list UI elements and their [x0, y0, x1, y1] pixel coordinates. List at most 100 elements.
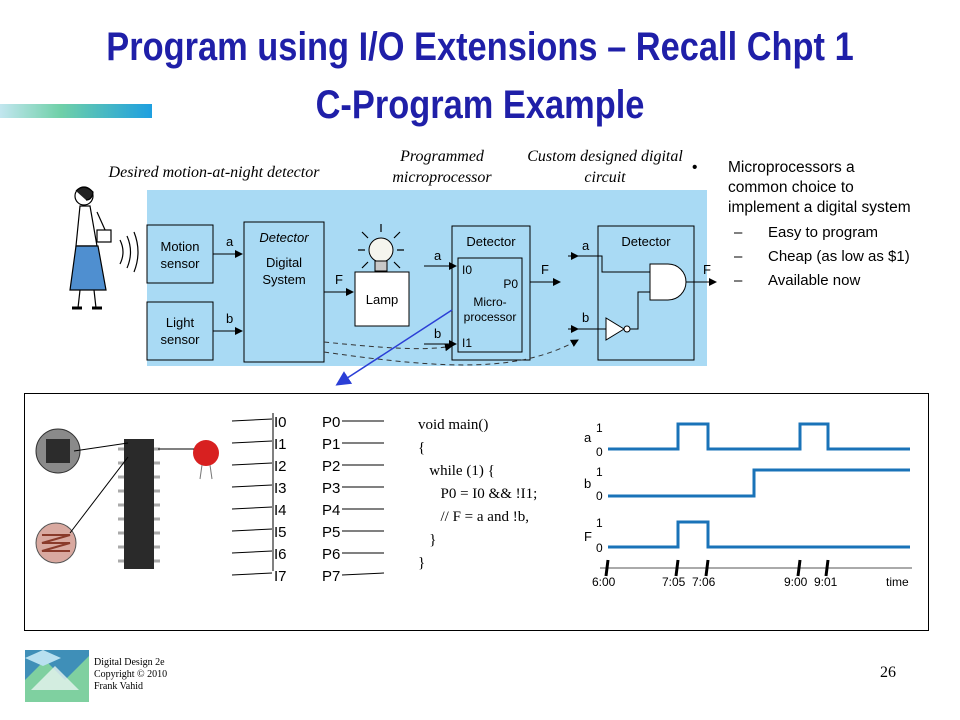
bullet-main: Microprocessors a common choice to imple… — [692, 158, 917, 218]
pin-p0: P0 — [322, 414, 340, 431]
pin-p1: P1 — [322, 436, 340, 453]
bullet-list: Microprocessors a common choice to imple… — [692, 158, 917, 290]
time-axis-label: time — [886, 575, 909, 589]
blue-pointer-arrow — [335, 309, 453, 386]
d3-signal-f: F — [703, 262, 711, 277]
upper-diagram: Motion sensor Light sensor Detector Digi… — [69, 186, 717, 386]
micro-label-2: processor — [464, 310, 517, 324]
code-line: { — [418, 440, 426, 456]
motion-sensor-label-1: Motion — [160, 239, 199, 254]
micro-pin-i0: I0 — [462, 263, 472, 277]
led-light-icon — [193, 440, 219, 480]
digital-system-label-2: System — [262, 272, 305, 287]
pin-i2: I2 — [274, 458, 287, 475]
d3-signal-a: a — [582, 238, 590, 253]
footer-credit-line: Digital Design 2e — [94, 657, 165, 668]
micro-pin-p0: P0 — [503, 277, 518, 291]
pin-i6: I6 — [274, 546, 287, 563]
pin-i4: I4 — [274, 502, 287, 519]
woman-figure-illustration — [69, 186, 139, 310]
micro-pin-i1: I1 — [462, 336, 472, 350]
signal-b-label: b — [584, 476, 591, 491]
f-low-label: 0 — [596, 541, 603, 555]
signal-a-label: a — [584, 430, 592, 445]
time-label-705: 7:05 — [662, 575, 686, 589]
and-gate-icon — [649, 263, 687, 301]
pin-i3: I3 — [274, 480, 287, 497]
pin-i7: I7 — [274, 568, 287, 585]
d2-signal-f: F — [541, 262, 549, 277]
b-high-label: 1 — [596, 465, 603, 479]
bullet-sub-available: Available now — [692, 272, 917, 290]
waveform-f — [608, 520, 910, 549]
detector-1-title: Detector — [259, 230, 309, 245]
slide-title-line-1: Program using I/O Extensions – Recall Ch… — [106, 25, 854, 69]
code-line: } — [418, 555, 426, 571]
caption-custom-digital-circuit: Custom designed digital circuit — [527, 148, 683, 186]
light-sensor-label-1: Light — [166, 315, 195, 330]
light-sensor-label-2: sensor — [160, 332, 200, 347]
a-high-label: 1 — [596, 421, 603, 435]
timing-diagram: 1 a 0 1 b 0 1 F 0 6:00 7:05 7:06 9:00 9:… — [584, 421, 912, 589]
pin-p6: P6 — [322, 546, 340, 563]
title-accent-bar — [0, 104, 152, 118]
digital-system-label-1: Digital — [266, 255, 302, 270]
pin-p5: P5 — [322, 524, 340, 541]
lamp-box — [354, 271, 410, 327]
d3-signal-b: b — [582, 310, 589, 325]
pin-p4: P4 — [322, 502, 340, 519]
detector-digital-system-box — [243, 221, 325, 363]
lamp-bulb-icon — [358, 224, 404, 272]
bullet-sub-cheap: Cheap (as low as $1) — [692, 248, 917, 266]
footer-credit-line: Copyright © 2010 — [94, 669, 168, 680]
lamp-label: Lamp — [366, 292, 399, 307]
code-line: void main() — [418, 417, 489, 433]
time-label-900: 9:00 — [784, 575, 808, 589]
code-line: } — [418, 532, 437, 548]
b-low-label: 0 — [596, 489, 603, 503]
time-label-706: 7:06 — [692, 575, 716, 589]
slide-title-line-2: C-Program Example — [315, 83, 645, 127]
waveform-b — [608, 468, 910, 498]
a-low-label: 0 — [596, 445, 603, 459]
code-line: // F = a and !b, — [418, 509, 529, 525]
waveform-a — [608, 422, 910, 451]
pin-i0: I0 — [274, 414, 287, 431]
lower-panel — [24, 393, 929, 631]
microprocessor-chip — [457, 257, 523, 353]
motion-sensor-label-2: sensor — [160, 256, 200, 271]
d2-signal-a: a — [434, 248, 442, 263]
c-code-block: void main() { while (1) { P0 = I0 && !I1;… — [418, 414, 537, 575]
caption-desired-detector: Desired motion-at-night detector — [108, 164, 320, 181]
micro-label-1: Micro- — [473, 295, 506, 309]
pin-p2: P2 — [322, 458, 340, 475]
pin-i5: I5 — [274, 524, 287, 541]
code-line: P0 = I0 && !I1; — [418, 486, 538, 502]
caption-programmed-microprocessor: Programmed microprocessor — [392, 148, 492, 186]
bullet-sub-easy: Easy to program — [692, 224, 917, 242]
detector-3-title: Detector — [621, 234, 671, 249]
light-sensor-component-icon — [35, 522, 77, 564]
footer-credit-line: Frank Vahid — [94, 681, 143, 692]
d1-signal-f: F — [335, 272, 343, 287]
light-sensor-box — [146, 301, 214, 361]
footer-credit: Digital Design 2e Copyright © 2010 Frank… — [94, 657, 167, 693]
code-line: while (1) { — [418, 463, 495, 479]
signal-f-label: F — [584, 529, 592, 544]
d1-signal-b: b — [226, 311, 233, 326]
motion-sensor-box — [146, 224, 214, 284]
publisher-logo-icon — [25, 650, 89, 702]
d1-signal-a: a — [226, 234, 234, 249]
microcontroller-chip-icon — [118, 439, 160, 569]
time-label-901: 9:01 — [814, 575, 838, 589]
pin-p3: P3 — [322, 480, 340, 497]
hardware-illustration: I0 I1 I2 I3 I4 I5 I6 I7 P0 P1 P2 P3 P4 P… — [35, 413, 385, 585]
time-label-600: 6:00 — [592, 575, 616, 589]
pin-i1: I1 — [274, 436, 287, 453]
detector-2-title: Detector — [466, 234, 516, 249]
motion-sensor-component-icon — [35, 428, 81, 474]
d2-signal-b: b — [434, 326, 441, 341]
pin-table — [231, 413, 385, 576]
f-high-label: 1 — [596, 516, 603, 530]
page-number: 26 — [880, 664, 896, 681]
